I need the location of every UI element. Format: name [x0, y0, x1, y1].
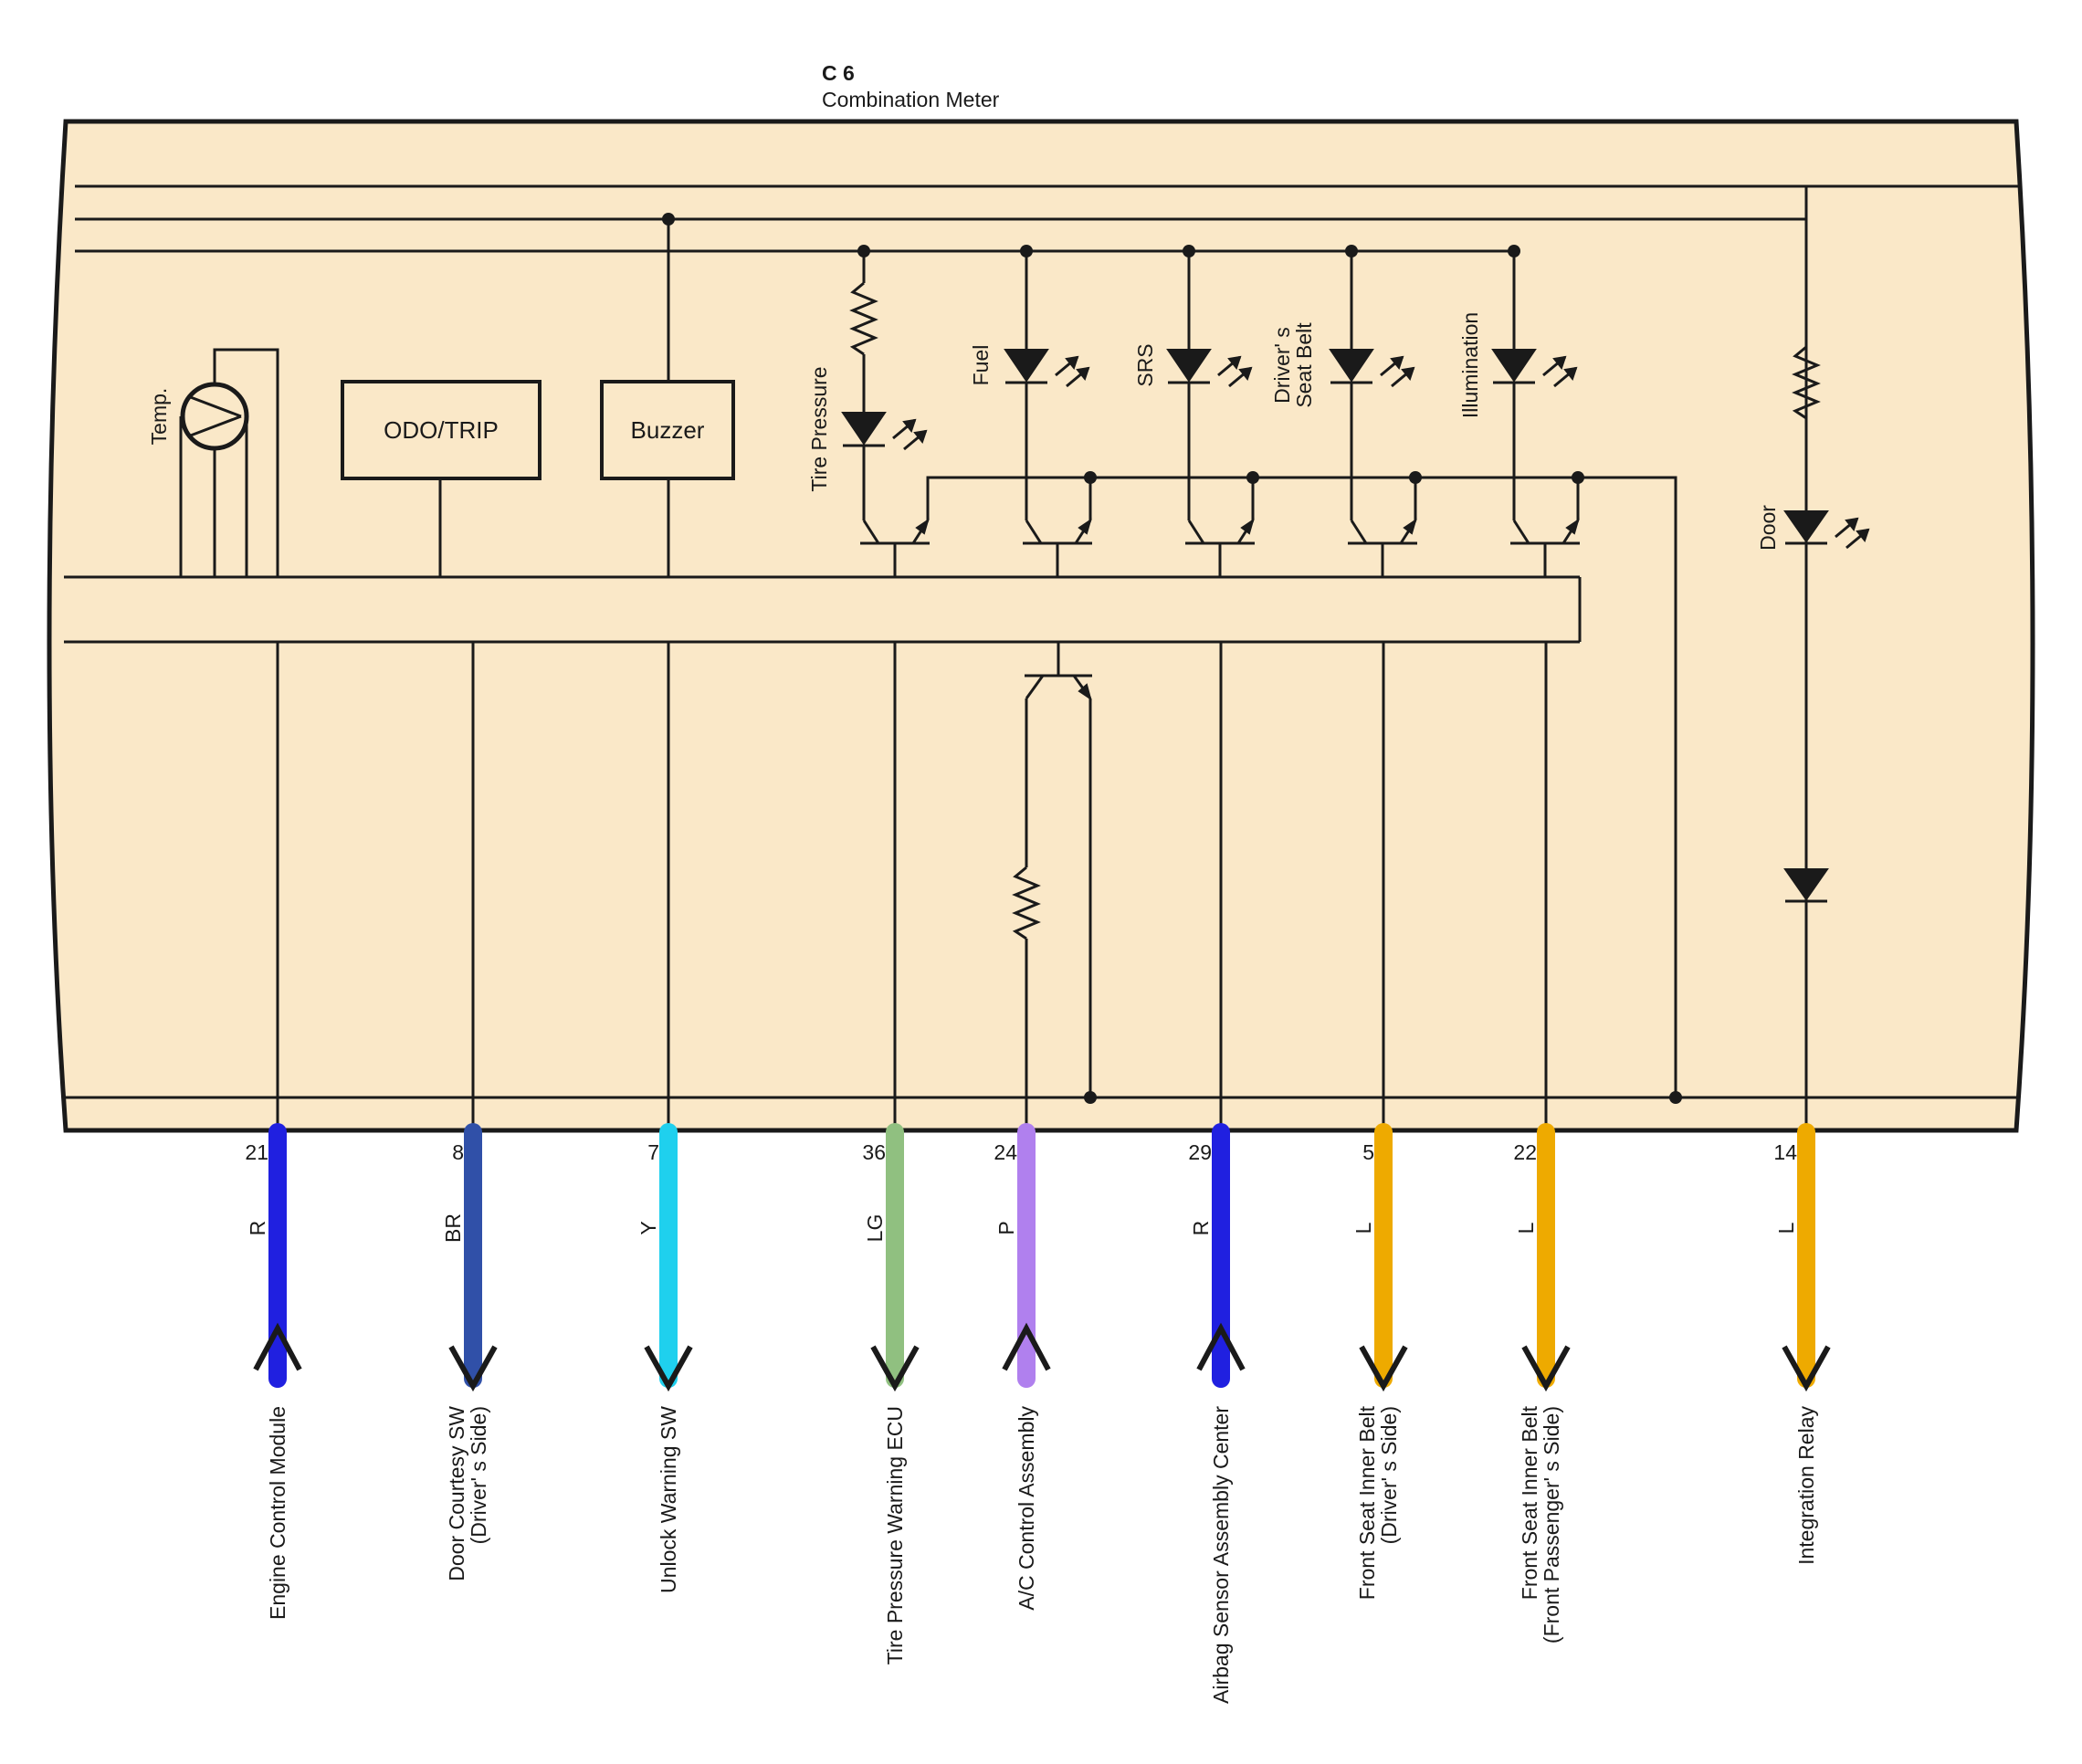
arrow-down-icon	[1359, 1345, 1408, 1392]
wire-pin-14: 14L Integration Relay	[1773, 1123, 1831, 1565]
pin-number: 8	[452, 1140, 464, 1164]
door-channel: Door	[1756, 186, 1870, 1130]
illumination-led-icon	[1491, 349, 1537, 383]
pin-number: 7	[647, 1140, 659, 1164]
arrow-down-icon	[644, 1345, 693, 1392]
door-label: Door	[1756, 505, 1780, 551]
wire-destination-line: (Driver' s Side)	[467, 1406, 490, 1544]
indicator-fuel: Fuel	[969, 251, 1092, 577]
wire-color-code: BR	[441, 1213, 465, 1243]
pin-number: 5	[1362, 1140, 1374, 1164]
indicator-illumination: Illumination	[1458, 251, 1580, 577]
wire-destination: Airbag Sensor Assembly Center	[1209, 1406, 1233, 1704]
wire-destination-line: Tire Pressure Warning ECU	[883, 1406, 907, 1664]
temp-gauge: Temp.	[147, 348, 279, 577]
fuel-label-line: Fuel	[969, 345, 993, 386]
wire-destination: Engine Control Module	[266, 1406, 289, 1620]
wire-destination-line: Airbag Sensor Assembly Center	[1209, 1406, 1233, 1704]
wire-pin-24: 24P A/C Control Assembly	[994, 1123, 1051, 1611]
wire-destination-line: Integration Relay	[1794, 1406, 1818, 1565]
indicator-channels: Tire Pressure Fuel SRS Driver' sSeat Belt Il…	[807, 251, 1580, 577]
connector-name: Combination Meter	[822, 88, 1000, 111]
ac-driver-circuit	[1012, 642, 1097, 1130]
wire-destination: Unlock Warning SW	[657, 1406, 680, 1593]
illumination-label-line: Illumination	[1458, 312, 1482, 418]
wire-color-code: L	[1351, 1222, 1375, 1234]
fuel-label: Fuel	[969, 345, 993, 386]
indicator-drivers-seat-belt: Driver' sSeat Belt	[1270, 251, 1417, 577]
indicator-tire-pressure: Tire Pressure	[807, 251, 930, 577]
wire-pin-29: 29R Airbag Sensor Assembly Center	[1188, 1123, 1246, 1704]
door-diode-icon	[1783, 868, 1829, 901]
arrow-up-icon	[1196, 1322, 1246, 1371]
wire-destination: Door Courtesy SW(Driver' s Side)	[445, 1406, 490, 1581]
wire-destination-line: Unlock Warning SW	[657, 1406, 680, 1593]
wire-destination-line: Front Seat Inner Belt	[1518, 1405, 1541, 1600]
combination-meter-body	[47, 119, 2035, 1133]
wire-color-code: P	[994, 1221, 1018, 1234]
pin-number: 29	[1188, 1140, 1212, 1164]
buzzer-label: Buzzer	[631, 416, 705, 444]
wire-destination-line: A/C Control Assembly	[1015, 1406, 1038, 1611]
wire-pin-5: 5L Front Seat Inner Belt(Driver' s Side)	[1351, 1123, 1408, 1600]
pin-number: 36	[862, 1140, 886, 1164]
wire-destination-line: (Front Passenger' s Side)	[1540, 1406, 1563, 1643]
drivers-seat-belt-led-icon	[1329, 349, 1374, 383]
pin-number: 21	[245, 1140, 268, 1164]
wire-pin-8: 8BR Door Courtesy SW(Driver' s Side)	[441, 1123, 498, 1581]
indicator-srs: SRS	[1133, 251, 1255, 577]
wire-destination: Tire Pressure Warning ECU	[883, 1406, 907, 1664]
illumination-label: Illumination	[1458, 312, 1482, 418]
pin-number: 22	[1513, 1140, 1537, 1164]
wire-color-code: LG	[863, 1214, 887, 1243]
wire-destination-line: Engine Control Module	[266, 1406, 289, 1620]
drivers-seat-belt-label: Driver' sSeat Belt	[1270, 322, 1316, 408]
wire-pin-21: 21R Engine Control Module	[245, 1123, 302, 1620]
internal-bus	[64, 575, 1582, 644]
buzzer-box: Buzzer	[600, 219, 735, 577]
wire-color-code: Y	[636, 1221, 660, 1234]
arrow-down-icon	[1782, 1345, 1831, 1392]
wire-color-code: L	[1774, 1222, 1798, 1234]
wire-color-code: R	[246, 1221, 269, 1236]
odo-trip-label: ODO/TRIP	[384, 416, 499, 444]
arrow-up-icon	[1002, 1322, 1051, 1371]
fuel-led-icon	[1004, 349, 1049, 383]
tire-pressure-label: Tire Pressure	[807, 366, 831, 491]
odo-trip-box: ODO/TRIP	[341, 380, 542, 577]
tire-pressure-label-line: Tire Pressure	[807, 366, 831, 491]
temp-label: Temp.	[147, 388, 171, 446]
wire-color-code: R	[1189, 1221, 1213, 1236]
srs-led-icon	[1166, 349, 1212, 383]
wire-pin-7: 7Y Unlock Warning SW	[636, 1123, 693, 1593]
wire-destination: A/C Control Assembly	[1015, 1406, 1038, 1611]
pin-number: 14	[1773, 1140, 1797, 1164]
wire-color-code: L	[1514, 1222, 1538, 1234]
bus-drop-lines	[276, 642, 1548, 1130]
drivers-seat-belt-label-line: Seat Belt	[1292, 322, 1316, 408]
drivers-seat-belt-label-line: Driver' s	[1270, 327, 1294, 404]
wire-destination: Front Seat Inner Belt(Front Passenger' s…	[1518, 1405, 1563, 1643]
tire-pressure-led-icon	[841, 412, 887, 446]
arrow-down-icon	[1521, 1345, 1571, 1392]
wire-destination-line: Door Courtesy SW	[445, 1406, 468, 1581]
pin-number: 24	[994, 1140, 1017, 1164]
door-led-icon	[1783, 510, 1829, 543]
wire-destination: Integration Relay	[1794, 1406, 1818, 1565]
wire-pin-22: 22L Front Seat Inner Belt(Front Passenger…	[1513, 1123, 1571, 1643]
wire-destination-line: Front Seat Inner Belt	[1355, 1405, 1379, 1600]
wire-destination-line: (Driver' s Side)	[1377, 1406, 1401, 1544]
srs-label: SRS	[1133, 343, 1157, 386]
wire-destination: Front Seat Inner Belt(Driver' s Side)	[1355, 1405, 1401, 1600]
arrow-up-icon	[253, 1322, 302, 1371]
harness-wires: 21R Engine Control Module 8BR Door Courtesy…	[245, 1123, 1831, 1704]
arrow-down-icon	[870, 1345, 920, 1392]
connector-code: C 6	[822, 61, 855, 85]
srs-label-line: SRS	[1133, 343, 1157, 386]
arrow-down-icon	[448, 1345, 498, 1392]
